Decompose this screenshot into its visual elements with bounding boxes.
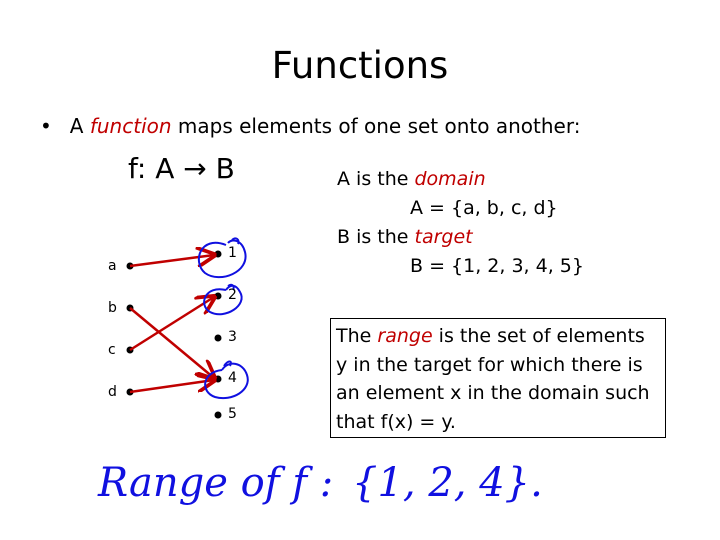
function-notation: f: A → B [128, 152, 235, 185]
arrow-d-4 [129, 380, 214, 394]
target-point [214, 334, 222, 342]
target-point [214, 292, 222, 300]
target-point [214, 250, 222, 258]
target-line: B is the target [337, 226, 473, 248]
bullet-point: •A function maps elements of one set ont… [40, 114, 581, 138]
slide-title: Functions [271, 44, 449, 87]
domain-label-c: c [108, 342, 116, 358]
term-target: target [414, 226, 473, 248]
target-label-3: 3 [228, 329, 237, 345]
handwritten-range-value: {1, 2, 4}. [352, 460, 543, 506]
term-domain: domain [414, 168, 486, 190]
handwritten-range-label: Range of f : [98, 460, 334, 506]
circle-1 [197, 237, 247, 279]
bullet-text: A [69, 114, 90, 138]
bullet-text: maps elements of one set onto another: [171, 114, 581, 138]
target-label-1: 1 [228, 245, 237, 261]
domain-line: A is the domain [337, 168, 486, 190]
target-set: B = {1, 2, 3, 4, 5} [410, 255, 584, 277]
domain-label-d: d [108, 384, 117, 400]
term-range: range [377, 325, 433, 347]
arrow-b-4 [129, 307, 214, 378]
target-label-4: 4 [228, 370, 237, 386]
term-function: function [89, 114, 172, 138]
arrow-a-1 [129, 255, 214, 268]
domain-set: A = {a, b, c, d} [410, 197, 558, 219]
target-label-2: 2 [228, 287, 237, 303]
arrow-c-2 [129, 297, 214, 352]
target-point [214, 411, 222, 419]
circle-4 [204, 360, 249, 400]
domain-label-b: b [108, 300, 117, 316]
domain-label-a: a [108, 258, 117, 274]
range-definition-box: The range is the set of elements y in th… [330, 318, 666, 438]
circle-2 [203, 283, 243, 316]
target-label-5: 5 [228, 406, 237, 422]
target-point [214, 375, 222, 383]
